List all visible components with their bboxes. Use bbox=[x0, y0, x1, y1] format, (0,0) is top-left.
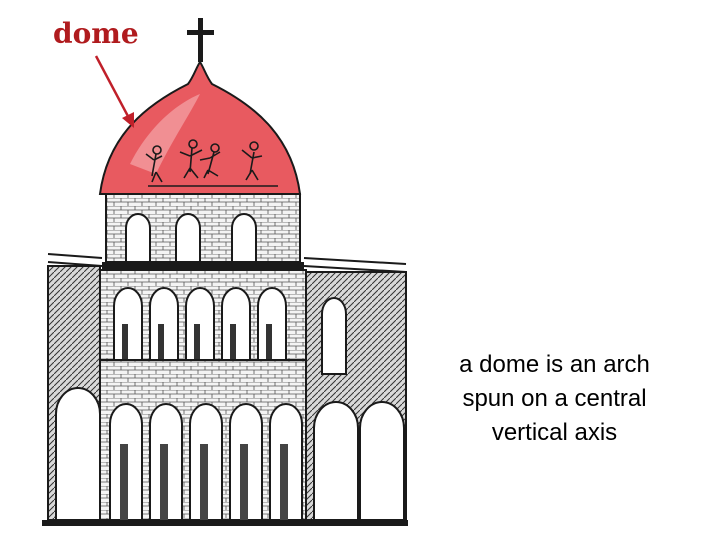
caption-text: a dome is an arch spun on a central vert… bbox=[459, 351, 650, 446]
upper-arcade bbox=[99, 269, 307, 361]
church-cross-section-illustration bbox=[42, 18, 408, 526]
right-aisle bbox=[305, 271, 407, 521]
cross-icon bbox=[187, 18, 214, 62]
dome-label: dome bbox=[53, 17, 139, 50]
drum-tower bbox=[102, 193, 304, 270]
dome-shape bbox=[98, 60, 302, 195]
left-aisle bbox=[47, 265, 101, 521]
ground-line bbox=[42, 520, 408, 526]
lower-arcade bbox=[99, 359, 307, 521]
pointer-arrow-icon bbox=[94, 55, 134, 128]
